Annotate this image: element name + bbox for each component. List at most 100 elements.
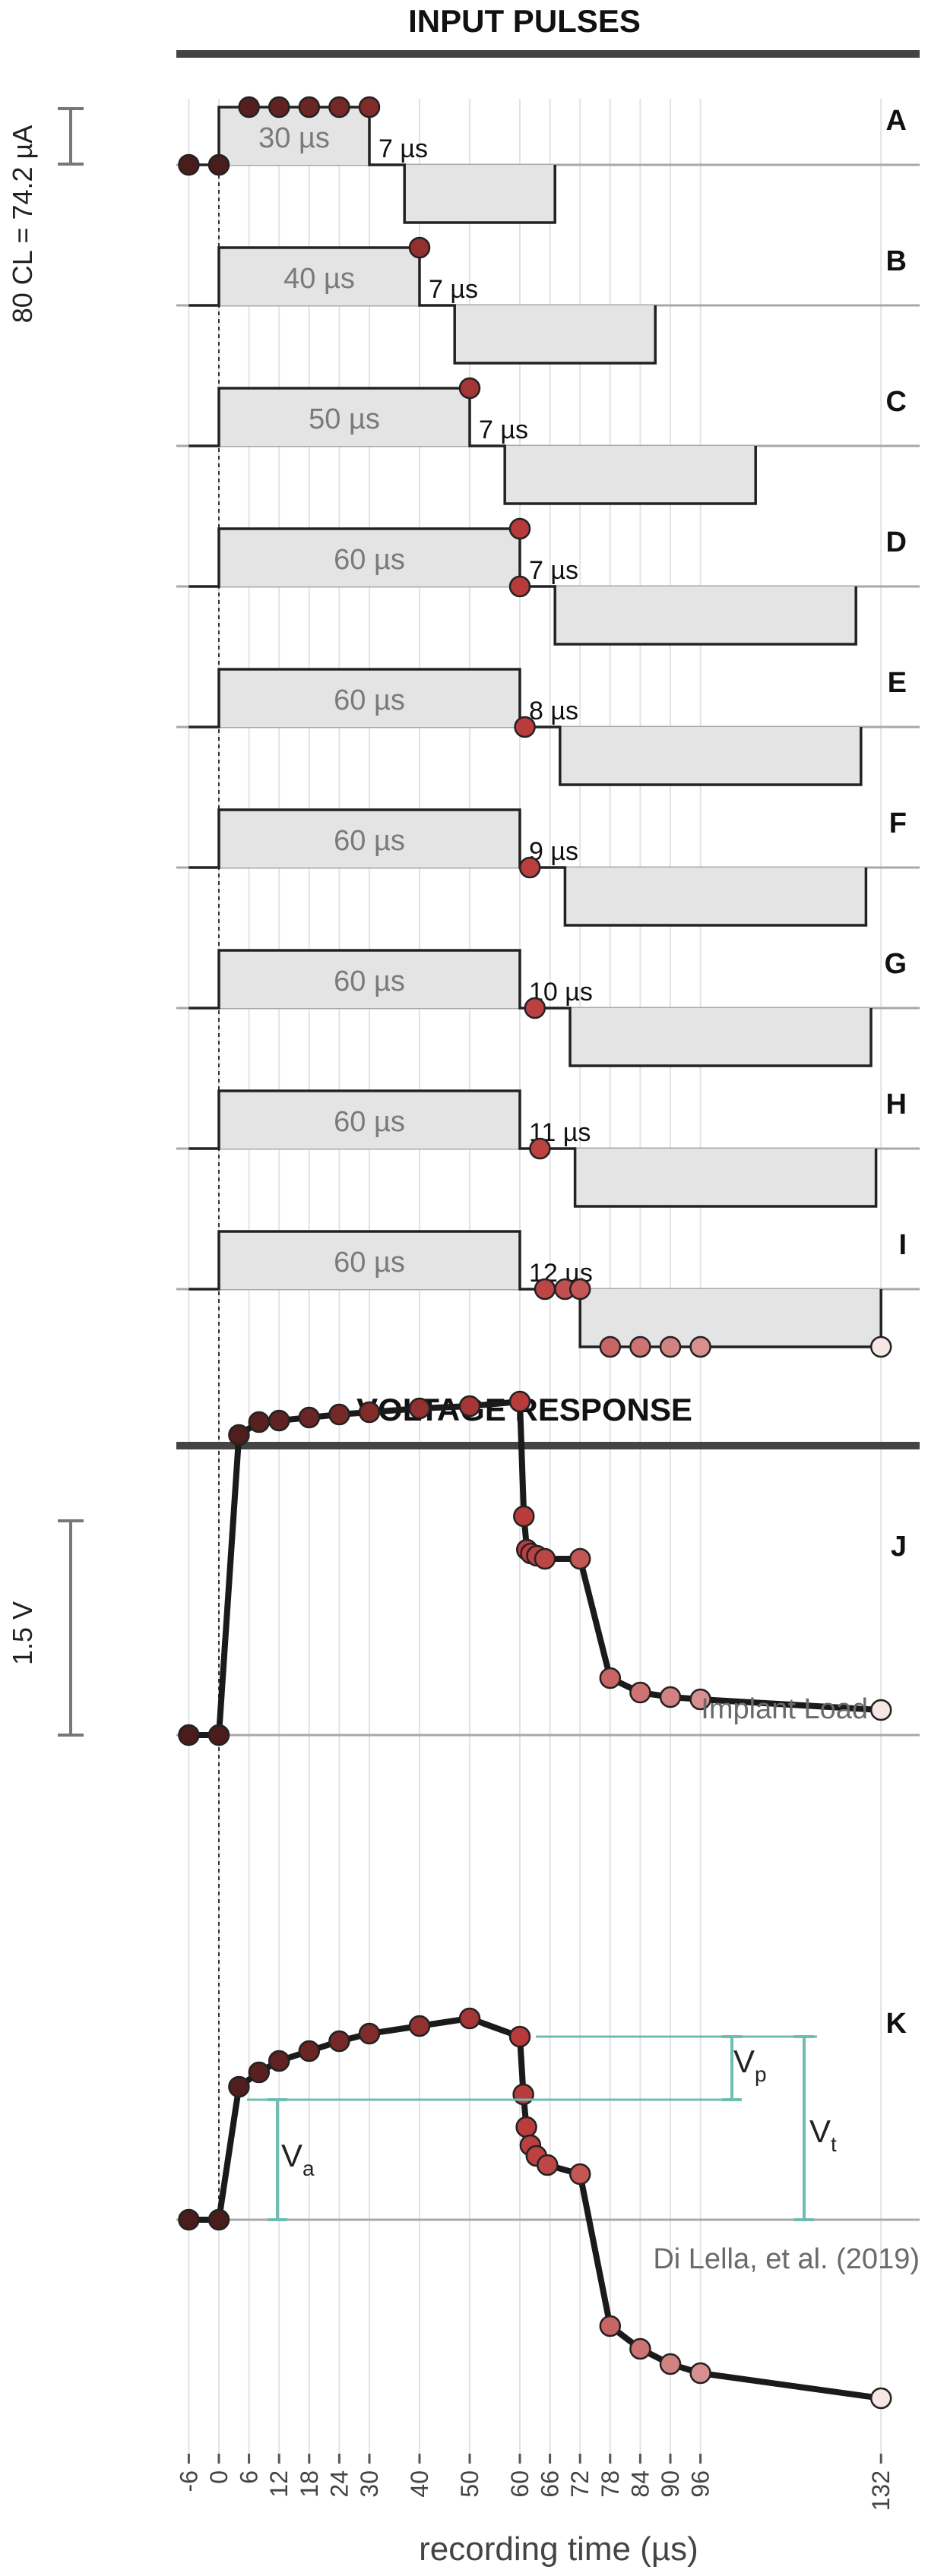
voltage-trace xyxy=(188,1399,882,1738)
voltage-sample-point xyxy=(248,2061,271,2084)
current-scale-bar xyxy=(58,107,84,166)
voltage-sample-point xyxy=(513,1505,535,1528)
phase-width-label: 60 µs xyxy=(334,966,405,997)
pulse-waveform xyxy=(188,246,657,365)
voltage-sample-point xyxy=(629,2337,651,2360)
voltage-sample-point xyxy=(512,2083,534,2106)
panel-letter-f: F xyxy=(889,808,907,839)
panel-letter-h: H xyxy=(886,1089,907,1120)
voltage-sample-point xyxy=(659,1686,682,1708)
x-tick-label: 90 xyxy=(657,2470,684,2498)
response-panel-k xyxy=(176,2007,920,2410)
voltage-sample-point xyxy=(569,2163,591,2186)
sample-point xyxy=(659,1335,682,1358)
phase-width-label: 60 µs xyxy=(334,544,405,576)
negative-phase xyxy=(505,446,756,504)
voltage-sample-point xyxy=(207,1724,230,1746)
negative-phase xyxy=(580,1289,882,1347)
gap-label: 7 µs xyxy=(429,275,478,304)
pulse-waveform xyxy=(188,1089,878,1208)
negative-phase xyxy=(575,1149,876,1206)
sample-point xyxy=(529,1137,551,1160)
negative-phase xyxy=(559,727,861,785)
voltage-sample-point xyxy=(458,1395,481,1418)
voltage-sample-point xyxy=(268,1409,290,1432)
phase-width-label: 60 µs xyxy=(334,825,405,857)
implant-load-label: Implant Load xyxy=(701,1693,868,1725)
negative-phase xyxy=(570,1008,871,1066)
voltage-sample-point xyxy=(408,2015,431,2037)
panel-letter-e: E xyxy=(888,667,907,699)
pulse-waveform xyxy=(188,387,757,505)
phase-width-label: 60 µs xyxy=(334,1247,405,1279)
sample-point xyxy=(178,153,200,176)
sample-point xyxy=(524,997,546,1019)
voltage-sample-point xyxy=(408,1397,431,1420)
x-tick-label: 72 xyxy=(566,2470,594,2498)
voltage-sample-point xyxy=(689,2362,711,2385)
x-tick-label: 96 xyxy=(687,2470,714,2498)
voltage-trace xyxy=(188,2015,882,2401)
input-pulses-title: INPUT PULSES xyxy=(408,3,641,39)
sample-point xyxy=(629,1335,651,1358)
sample-point xyxy=(268,96,290,119)
positive-phase xyxy=(219,107,369,165)
sample-point xyxy=(508,517,531,540)
x-tick-label: 66 xyxy=(537,2470,564,2498)
voltage-scale-label: 1.5 V xyxy=(7,1601,38,1665)
voltage-sample-point xyxy=(228,1424,250,1446)
x-tick-label: 18 xyxy=(296,2470,323,2498)
phase-width-label: 50 µs xyxy=(309,403,380,435)
voltage-sample-point xyxy=(534,1547,556,1570)
sample-point xyxy=(358,96,381,119)
panel-letter-i: I xyxy=(898,1229,907,1261)
voltage-sample-point xyxy=(358,2022,381,2045)
sample-point xyxy=(569,1278,591,1301)
panel-letter-g: G xyxy=(884,948,907,980)
gap-label: 7 µs xyxy=(529,556,578,585)
panel-letter-a: A xyxy=(886,105,907,137)
panel-letter-c: C xyxy=(886,386,907,418)
positive-phase xyxy=(219,810,520,868)
panel-letter-k: K xyxy=(886,2008,907,2040)
vp-label: Vp xyxy=(733,2043,767,2086)
positive-phase xyxy=(219,388,470,446)
sample-point xyxy=(869,1335,892,1358)
voltage-sample-point xyxy=(328,2030,350,2053)
negative-phase xyxy=(454,305,656,363)
x-tick-label: 78 xyxy=(597,2470,624,2498)
voltage-sample-point xyxy=(508,2025,531,2048)
negative-phase xyxy=(555,586,857,644)
current-scale-label: 80 CL = 74.2 µA xyxy=(7,125,38,324)
voltage-sample-point xyxy=(537,2154,559,2176)
x-tick-label: 132 xyxy=(867,2470,895,2511)
phase-width-label: 60 µs xyxy=(334,684,405,716)
positive-phase xyxy=(219,248,420,305)
x-tick-label: 30 xyxy=(356,2470,383,2498)
positive-phase xyxy=(219,529,520,586)
sample-point xyxy=(298,96,321,119)
voltage-sample-point xyxy=(599,1667,622,1689)
sample-point xyxy=(238,96,260,119)
x-tick-label: -6 xyxy=(175,2470,202,2492)
x-tick-label: 60 xyxy=(506,2470,534,2498)
voltage-sample-point xyxy=(298,2040,321,2062)
pulse-waveform xyxy=(188,949,873,1067)
x-tick-label: 0 xyxy=(205,2470,233,2484)
sample-point xyxy=(534,1278,556,1301)
phase-width-label: 30 µs xyxy=(258,122,330,154)
voltage-sample-point xyxy=(569,1547,591,1570)
voltage-annotations xyxy=(247,2035,817,2221)
voltage-sample-point xyxy=(268,2050,290,2072)
va-label: Va xyxy=(281,2138,315,2180)
